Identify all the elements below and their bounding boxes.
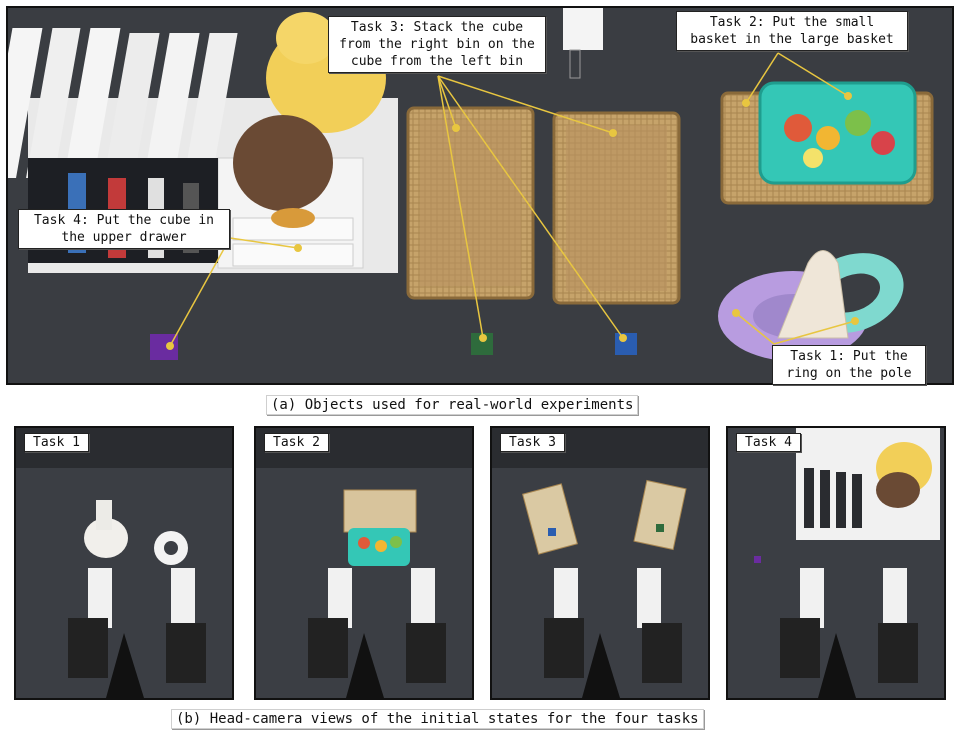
panel-label: Task 4 [736, 433, 801, 452]
task2-callout: Task 2: Put the small basket in the larg… [676, 11, 908, 51]
task4-callout: Task 4: Put the cube in the upper drawer [18, 209, 230, 249]
panel-label: Task 3 [500, 433, 565, 452]
purple-cube [754, 556, 761, 563]
pole [84, 518, 128, 558]
callout-lines [169, 52, 856, 347]
panel-task1: Task 1 [14, 426, 234, 700]
large-basket [343, 489, 417, 533]
baskets [720, 81, 934, 205]
panel-label: Task 1 [24, 433, 89, 452]
right-bin [552, 111, 681, 305]
task3-callout: Task 3: Stack the cube from the right bi… [328, 16, 546, 73]
right-bin [633, 479, 687, 551]
panel-label: Task 2 [264, 433, 329, 452]
panel-task2: Task 2 [254, 426, 474, 700]
caption-a: (a) Objects used for real-world experime… [266, 395, 639, 415]
head-camera-view [492, 428, 708, 698]
head-camera-view [256, 428, 472, 698]
left-bin [522, 483, 578, 555]
panel-task4: Task 4 [726, 426, 946, 700]
head-camera-view [16, 428, 232, 698]
panel-task3: Task 3 [490, 426, 710, 700]
green-cube [471, 333, 493, 355]
callout-dots [166, 92, 859, 350]
head-camera-view [728, 428, 944, 698]
ring-and-pole [718, 250, 904, 361]
task1-callout: Task 1: Put the ring on the pole [772, 345, 926, 385]
caption-b: (b) Head-camera views of the initial sta… [171, 709, 704, 729]
robot-top [563, 8, 603, 79]
left-bin [406, 106, 535, 300]
